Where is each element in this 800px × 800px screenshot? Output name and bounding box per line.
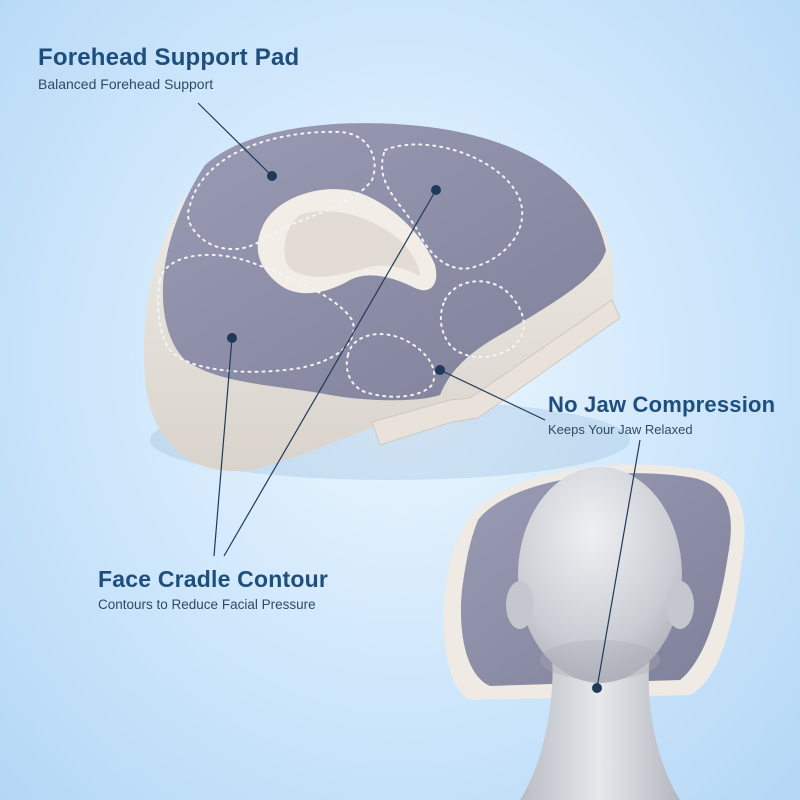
cradle-leader-line-1 xyxy=(223,189,437,557)
pillow-strap xyxy=(371,299,621,446)
mannequin-right-ear xyxy=(666,581,694,629)
upper-right-pad-zone xyxy=(381,143,524,270)
mannequin-head xyxy=(518,467,682,683)
jaw-callout: No Jaw Compression Keeps Your Jaw Relaxe… xyxy=(548,392,775,437)
mannequin-head-on-pillow xyxy=(443,464,745,800)
jaw-leader-line xyxy=(439,369,546,421)
left-cheek-pad-zone xyxy=(157,253,355,373)
cradle-callout-subtitle: Contours to Reduce Facial Pressure xyxy=(98,597,316,612)
forehead-callout-title: Forehead Support Pad xyxy=(38,44,300,71)
jaw-marker-dot xyxy=(435,365,445,375)
upper-pad-marker-dot xyxy=(431,185,441,195)
leader-lines xyxy=(197,102,641,689)
face-cradle-pillow xyxy=(143,123,630,480)
forehead-callout: Forehead Support Pad Balanced Forehead S… xyxy=(38,44,299,92)
mannequin-neck xyxy=(520,655,680,800)
mannequin-left-ear xyxy=(506,581,534,629)
jaw-callout-subtitle: Keeps Your Jaw Relaxed xyxy=(548,422,693,437)
cheek-marker-dot xyxy=(227,333,237,343)
lower-center-pad-zone xyxy=(345,333,436,398)
head-marker-dot xyxy=(592,683,602,693)
cradle-callout: Face Cradle Contour Contours to Reduce F… xyxy=(98,566,328,612)
forehead-pad-zone xyxy=(187,130,376,251)
cradle-leader-line-2 xyxy=(213,337,233,557)
jaw-callout-title: No Jaw Compression xyxy=(548,392,776,417)
forehead-callout-subtitle: Balanced Forehead Support xyxy=(38,76,214,92)
forehead-leader-line xyxy=(197,102,273,177)
cradle-callout-title: Face Cradle Contour xyxy=(98,566,329,592)
forehead-marker-dot xyxy=(267,171,277,181)
head-leader-line xyxy=(596,439,641,689)
